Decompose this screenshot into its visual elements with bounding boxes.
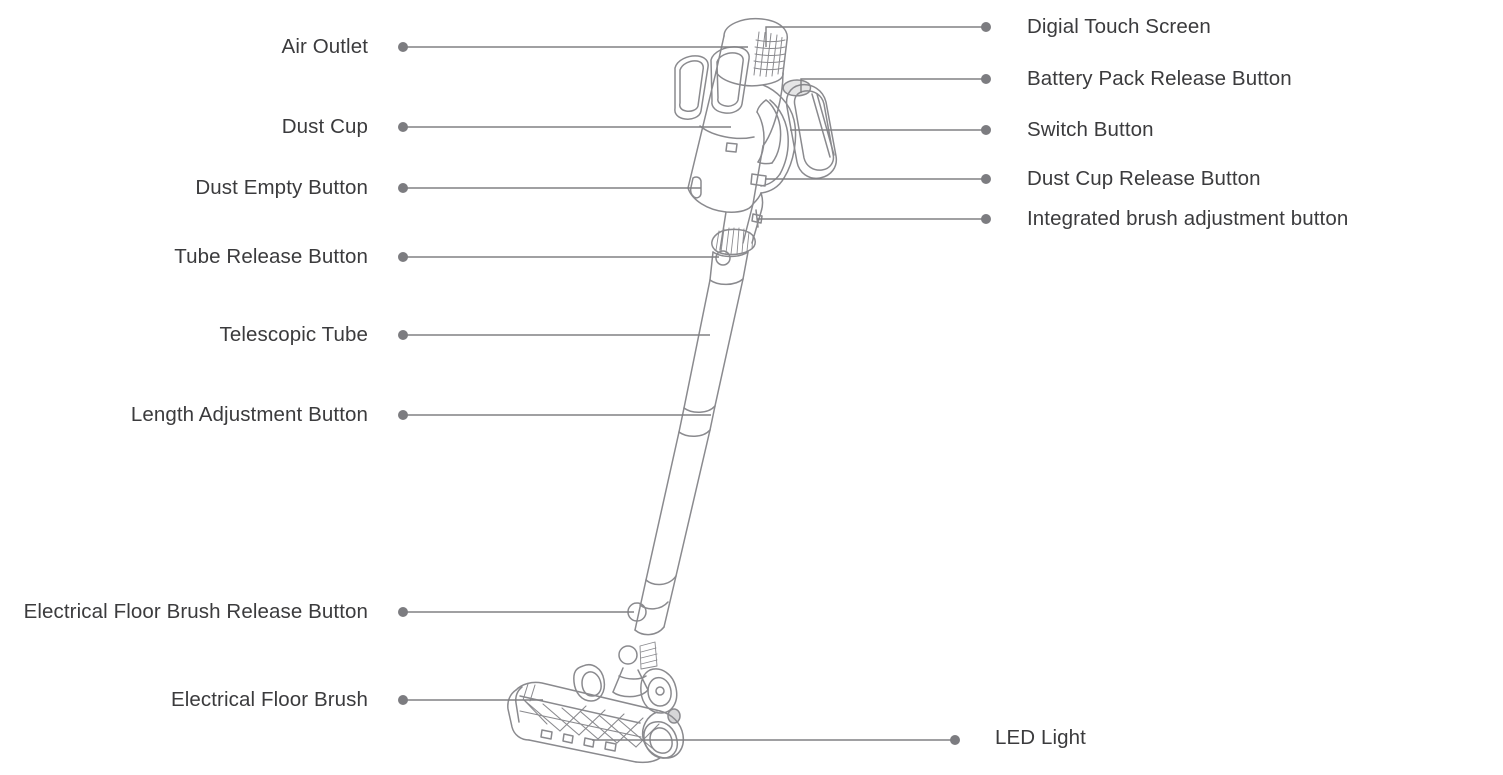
leader-line-digial-touch-screen xyxy=(765,26,986,47)
callout-label-dust-cup-release-button: Dust Cup Release Button xyxy=(1027,166,1261,190)
joint-grip-hatching xyxy=(639,641,658,670)
touch-screen-button[interactable] xyxy=(674,55,709,120)
length-adjustment-collar[interactable] xyxy=(678,405,716,437)
dust-cup-release-button[interactable] xyxy=(750,173,767,187)
callout-label-length-adjustment-button: Length Adjustment Button xyxy=(130,402,368,426)
switch-button[interactable] xyxy=(756,99,782,165)
leader-dot-electrical-floor-brush-release-button xyxy=(398,607,408,617)
callout-label-switch-button: Switch Button xyxy=(1027,117,1154,141)
battery-pack xyxy=(785,83,838,180)
brush-head-bumper-dot xyxy=(667,708,681,724)
tube-upper-sleeve xyxy=(709,251,749,286)
tube-lower xyxy=(645,429,711,581)
leader-dot-tube-release-button xyxy=(398,252,408,262)
leader-dot-dust-cup xyxy=(398,122,408,132)
joint-secondary-button[interactable] xyxy=(618,645,638,665)
callout-label-telescopic-tube: Telescopic Tube xyxy=(219,322,368,346)
brush-pivot-wheel-right xyxy=(640,668,678,714)
callout-label-air-outlet: Air Outlet xyxy=(281,34,368,58)
leader-dots xyxy=(398,22,991,745)
leader-dot-electrical-floor-brush xyxy=(398,695,408,705)
product-line-art xyxy=(507,17,838,764)
callout-label-tube-release-button: Tube Release Button xyxy=(174,244,368,268)
leader-dot-switch-button xyxy=(981,125,991,135)
leader-dot-digial-touch-screen xyxy=(981,22,991,32)
leader-dot-dust-cup-release-button xyxy=(981,174,991,184)
leader-dot-dust-empty-button xyxy=(398,183,408,193)
leader-dot-length-adjustment-button xyxy=(398,410,408,420)
telescopic-tube xyxy=(683,278,744,409)
callout-label-digial-touch-screen: Digial Touch Screen xyxy=(1027,14,1211,38)
leader-lines xyxy=(403,26,986,741)
brush-head-side-wheel xyxy=(643,720,679,759)
brush-swivel-arms xyxy=(612,667,649,698)
leader-dot-air-outlet xyxy=(398,42,408,52)
leader-dot-telescopic-tube xyxy=(398,330,408,340)
brush-pivot-wheel-left xyxy=(573,664,606,702)
callout-label-battery-pack-release-button: Battery Pack Release Button xyxy=(1027,66,1292,90)
callout-label-led-light: LED Light xyxy=(995,725,1086,749)
leader-line-battery-pack-release-button xyxy=(800,78,986,93)
brush-joint-housing xyxy=(634,575,677,636)
callout-label-dust-empty-button: Dust Empty Button xyxy=(195,175,368,199)
tube-release-button[interactable] xyxy=(715,250,731,266)
dust-cup-latch xyxy=(725,142,738,153)
roller-brush-chevrons xyxy=(519,699,660,749)
leader-dot-integrated-brush-adjustment-button xyxy=(981,214,991,224)
callout-label-dust-cup: Dust Cup xyxy=(281,114,368,138)
callout-label-electrical-floor-brush-release-button: Electrical Floor Brush Release Button xyxy=(23,599,368,623)
led-light-strip xyxy=(540,729,617,752)
brush-head-seams xyxy=(522,683,536,702)
dust-empty-button[interactable] xyxy=(689,176,702,199)
leader-dot-battery-pack-release-button xyxy=(981,74,991,84)
digital-touch-screen xyxy=(710,46,750,114)
leader-dot-led-light xyxy=(950,735,960,745)
tube-release-collar xyxy=(711,227,756,256)
handle-grip xyxy=(752,84,797,205)
battery-pack-release-button[interactable] xyxy=(782,79,812,97)
callout-label-integrated-brush-adjustment-button: Integrated brush adjustment button xyxy=(1027,206,1349,230)
air-outlet-vents xyxy=(753,31,786,77)
callout-label-electrical-floor-brush: Electrical Floor Brush xyxy=(170,687,368,711)
